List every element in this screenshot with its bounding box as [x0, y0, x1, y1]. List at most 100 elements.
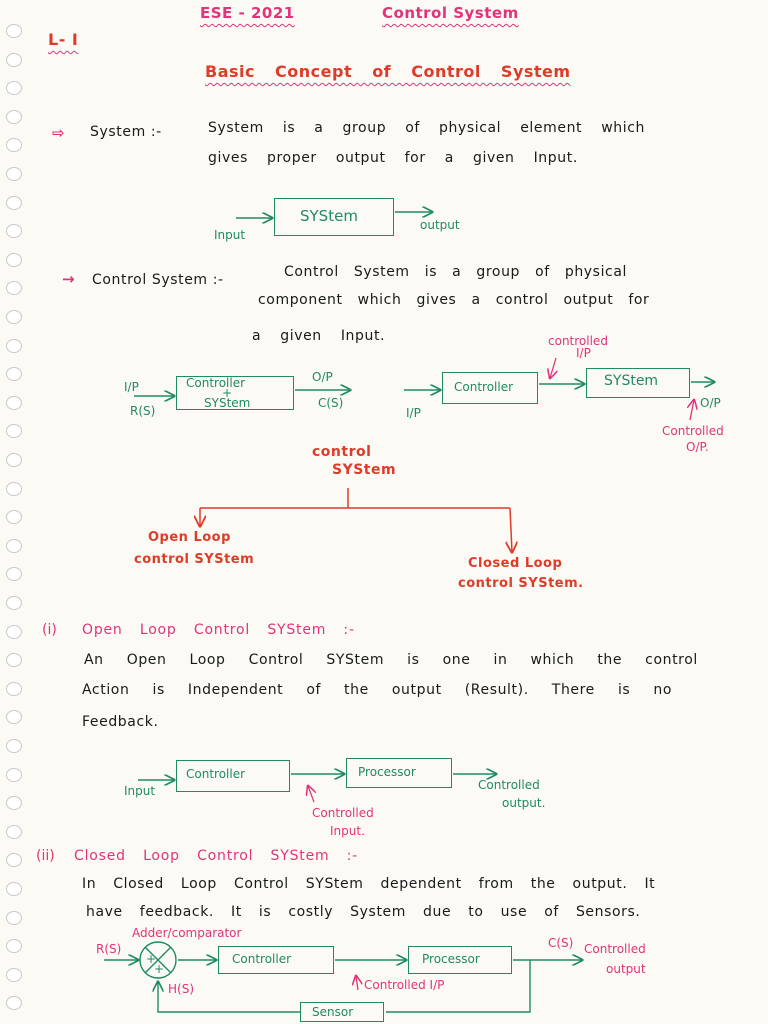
spiral-ring [6, 252, 22, 267]
bullet-arrow-icon: → [62, 270, 76, 288]
controlled-output-label: Controlled [662, 424, 724, 438]
system-block [586, 368, 690, 398]
ol-controlled-input-label: Controlled [312, 806, 374, 820]
spiral-ring [6, 824, 22, 839]
spiral-ring [6, 138, 22, 153]
controlled-output-label-2: O/P. [686, 440, 709, 454]
spiral-ring [6, 395, 22, 410]
spiral-ring [6, 967, 22, 982]
spiral-ring [6, 81, 22, 96]
subject-header: Control System [382, 4, 519, 22]
spiral-ring [6, 710, 22, 725]
tree-root-line2: SYStem [332, 462, 397, 478]
spiral-ring [6, 567, 22, 582]
controlled-output-arrow [690, 400, 694, 421]
tree-left-line2: control SYStem [134, 552, 255, 567]
diag1-controller-label: Controller [186, 376, 246, 390]
ol-output-label: Controlled [478, 778, 540, 792]
system-label: System :- [90, 124, 162, 140]
spiral-ring [6, 596, 22, 610]
spiral-ring [6, 939, 22, 954]
open-loop-heading: Open Loop Control SYStem :- [82, 622, 355, 638]
diag2-controller-label: Controller [454, 380, 514, 394]
controller-system-block [176, 376, 294, 410]
spiral-ring [6, 195, 22, 210]
spiral-binding [6, 0, 28, 1024]
tree-root-line1: control [312, 444, 372, 460]
control-def-line3: a given Input. [252, 328, 386, 344]
exam-header: ESE - 2021 [200, 4, 295, 22]
diag1-cs-label: C(S) [318, 396, 344, 410]
spiral-ring [6, 109, 22, 124]
ol-output-label-2: output. [502, 796, 546, 810]
controlled-input-label-2: I/P [576, 346, 591, 360]
open-loop-number: (i) [42, 622, 57, 638]
adder-plus-bottom: + [154, 962, 165, 976]
spiral-ring [6, 367, 22, 382]
cl-processor-label: Processor [422, 952, 480, 966]
spiral-ring [6, 681, 22, 696]
sensor-block [300, 1002, 384, 1022]
spiral-ring [6, 882, 22, 896]
spiral-ring [6, 767, 22, 782]
cl-controller-block [218, 946, 334, 974]
diag1-rs-label: R(S) [130, 404, 156, 418]
diag1-system-label: SYStem [204, 396, 251, 410]
controller-block [442, 372, 538, 404]
ol-controller-block [176, 760, 290, 792]
page-title: Basic Concept of Control System [205, 62, 571, 81]
spiral-ring [6, 538, 22, 553]
spiral-ring [6, 281, 22, 296]
cl-controlled-input-label: Controlled I/P [364, 978, 445, 992]
spiral-ring [6, 338, 22, 353]
open-loop-line1: An Open Loop Control SYStem is one in wh… [84, 652, 698, 668]
spiral-ring [6, 739, 22, 753]
adder-comparator-label: Adder/comparator [132, 926, 242, 940]
ol-controller-label: Controller [186, 767, 246, 781]
system-block [274, 198, 394, 236]
spiral-ring [6, 624, 22, 639]
cl-controlled-input-arrow [356, 976, 358, 991]
closed-loop-line1: In Closed Loop Control SYStem dependent … [82, 876, 656, 892]
cl-cs-label: C(S) [548, 936, 574, 950]
system-output-label: output [420, 218, 460, 232]
spiral-ring [6, 996, 22, 1011]
spiral-ring [6, 796, 22, 811]
lecture-number: L- I [48, 30, 79, 49]
cl-output-label: Controlled [584, 942, 646, 956]
system-def-line2: gives proper output for a given Input. [208, 150, 578, 166]
controlled-input-label: controlled [548, 334, 608, 348]
cl-hs-label: H(S) [168, 982, 195, 996]
diag1-input-label: I/P [124, 380, 139, 394]
spiral-ring [6, 510, 22, 525]
cl-controller-label: Controller [232, 952, 292, 966]
ol-processor-label: Processor [358, 765, 416, 779]
tree-right-line1: Closed Loop [468, 556, 563, 571]
control-def-line2: component which gives a control output f… [258, 292, 650, 308]
ol-controlled-input-arrow [308, 786, 314, 803]
cl-output-label-2: output [606, 962, 646, 976]
spiral-ring [6, 910, 22, 925]
system-input-label: Input [214, 228, 246, 242]
diag2-output-label: O/P [700, 396, 721, 410]
ol-controlled-input-label-2: Input. [330, 824, 365, 838]
spiral-ring [6, 424, 22, 439]
tree-left-line1: Open Loop [148, 530, 231, 545]
tree-right-branch [510, 507, 512, 552]
open-loop-line3: Feedback. [82, 714, 159, 730]
ol-input-label: Input [124, 784, 156, 798]
diag1-plus-label: + [222, 386, 233, 400]
spiral-ring [6, 481, 22, 496]
spiral-ring [6, 224, 22, 239]
spiral-ring [6, 853, 22, 868]
spiral-ring [6, 167, 22, 181]
closed-loop-number: (ii) [36, 848, 55, 864]
open-loop-line2: Action is Independent of the output (Res… [82, 682, 673, 698]
spiral-ring [6, 24, 22, 38]
diag2-system-label: SYStem [604, 373, 659, 389]
controlled-input-arrow [550, 357, 556, 378]
spiral-ring [6, 453, 22, 467]
cl-rs-label: R(S) [96, 942, 122, 956]
spiral-ring [6, 653, 22, 668]
